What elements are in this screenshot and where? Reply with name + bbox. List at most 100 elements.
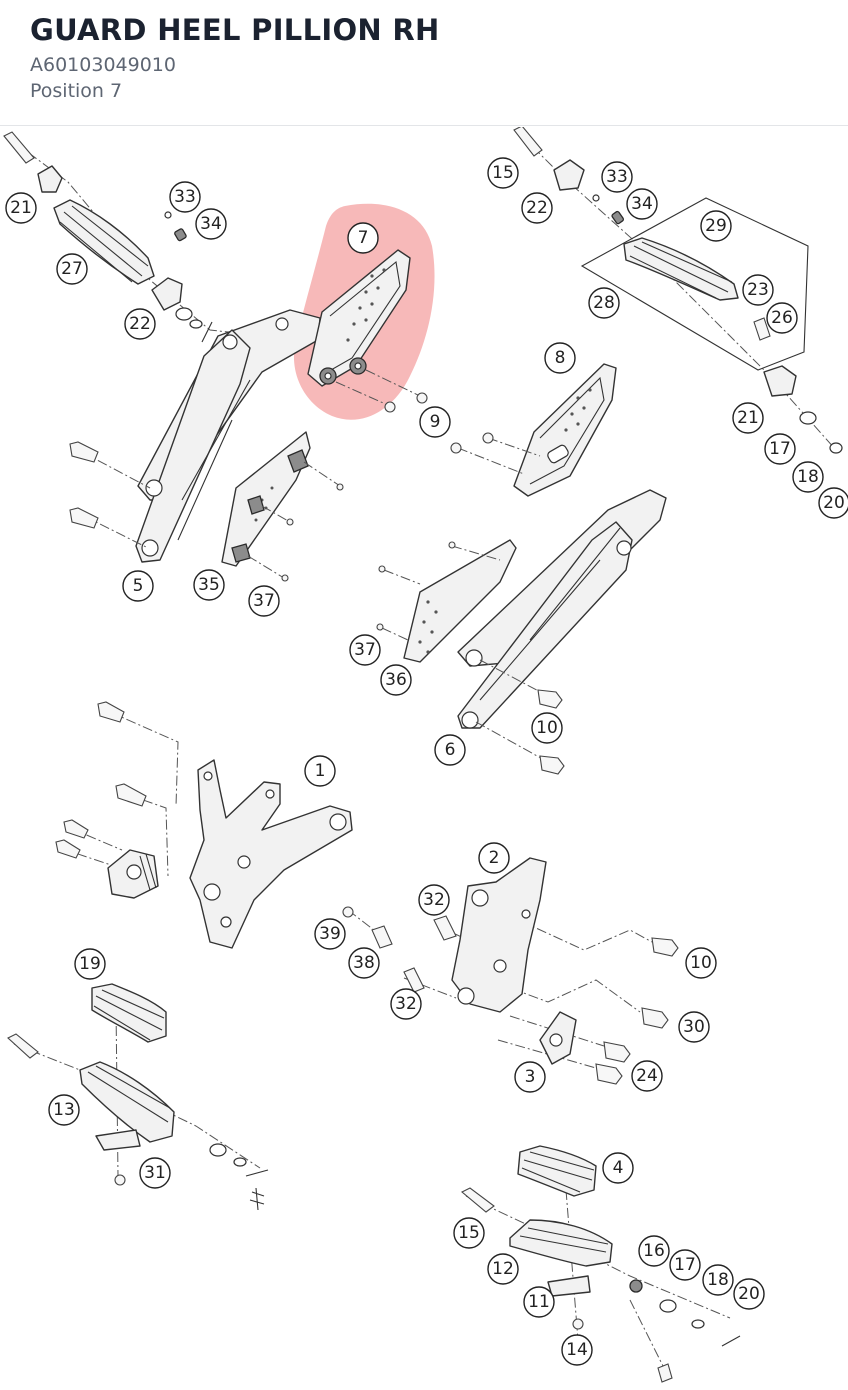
svg-text:20: 20: [738, 1284, 760, 1304]
bracket-part-6: [457, 489, 667, 775]
callout-1[interactable]: 1: [304, 755, 336, 787]
svg-text:35: 35: [198, 575, 220, 595]
callout-24[interactable]: 24: [631, 1060, 663, 1092]
svg-text:10: 10: [536, 718, 558, 738]
svg-text:18: 18: [707, 1270, 729, 1290]
callout-39[interactable]: 39: [314, 918, 346, 950]
callout-32[interactable]: 32: [390, 988, 422, 1020]
callout-34[interactable]: 34: [195, 208, 227, 240]
callout-18[interactable]: 18: [702, 1264, 734, 1296]
bracket-part-5: [69, 309, 321, 563]
callout-9[interactable]: 9: [419, 406, 451, 438]
callout-7[interactable]: 7: [347, 222, 379, 254]
callout-5[interactable]: 5: [122, 570, 154, 602]
svg-text:7: 7: [358, 228, 369, 248]
svg-text:31: 31: [144, 1163, 166, 1183]
callout-22[interactable]: 22: [124, 308, 156, 340]
callout-14[interactable]: 14: [561, 1334, 593, 1366]
callout-19[interactable]: 19: [74, 948, 106, 980]
svg-text:22: 22: [526, 198, 548, 218]
callout-27[interactable]: 27: [56, 253, 88, 285]
svg-text:8: 8: [555, 348, 566, 368]
callout-10[interactable]: 10: [531, 712, 563, 744]
callout-26[interactable]: 26: [766, 302, 798, 334]
svg-text:11: 11: [528, 1292, 550, 1312]
bracket-part-2: [342, 857, 679, 1085]
svg-text:3: 3: [525, 1067, 536, 1087]
svg-text:28: 28: [593, 293, 615, 313]
svg-text:36: 36: [385, 670, 407, 690]
callout-37[interactable]: 37: [248, 585, 280, 617]
svg-text:13: 13: [53, 1100, 75, 1120]
svg-text:32: 32: [395, 994, 417, 1014]
svg-text:33: 33: [606, 167, 628, 187]
svg-text:17: 17: [674, 1255, 696, 1275]
callout-29[interactable]: 29: [700, 210, 732, 242]
callout-17[interactable]: 17: [669, 1249, 701, 1281]
callout-20[interactable]: 20: [818, 487, 848, 519]
guard-part-36: [376, 539, 517, 663]
callout-18[interactable]: 18: [792, 461, 824, 493]
svg-text:21: 21: [737, 408, 759, 428]
svg-text:16: 16: [643, 1241, 665, 1261]
callout-38[interactable]: 38: [348, 947, 380, 979]
svg-text:4: 4: [613, 1158, 624, 1178]
callout-15[interactable]: 15: [487, 157, 519, 189]
callout-4[interactable]: 4: [602, 1152, 634, 1184]
svg-text:1: 1: [315, 761, 326, 781]
svg-text:10: 10: [690, 953, 712, 973]
callout-22[interactable]: 22: [521, 192, 553, 224]
part-number: A60103049010: [30, 54, 176, 76]
callout-23[interactable]: 23: [742, 274, 774, 306]
callout-12[interactable]: 12: [487, 1253, 519, 1285]
callout-10[interactable]: 10: [685, 947, 717, 979]
callout-13[interactable]: 13: [48, 1094, 80, 1126]
callout-31[interactable]: 31: [139, 1157, 171, 1189]
svg-text:15: 15: [492, 163, 514, 183]
callout-16[interactable]: 16: [638, 1235, 670, 1267]
callout-11[interactable]: 11: [523, 1286, 555, 1318]
svg-text:37: 37: [253, 591, 275, 611]
svg-text:15: 15: [458, 1223, 480, 1243]
svg-text:9: 9: [430, 412, 441, 432]
svg-text:30: 30: [683, 1017, 705, 1037]
svg-text:20: 20: [823, 493, 845, 513]
svg-text:37: 37: [354, 640, 376, 660]
callout-15[interactable]: 15: [453, 1217, 485, 1249]
svg-text:5: 5: [133, 576, 144, 596]
callout-21[interactable]: 21: [5, 192, 37, 224]
callout-37[interactable]: 37: [349, 634, 381, 666]
callout-35[interactable]: 35: [193, 569, 225, 601]
callout-34[interactable]: 34: [626, 188, 658, 220]
svg-text:38: 38: [353, 953, 375, 973]
svg-text:6: 6: [445, 740, 456, 760]
guard-heel-part-7: [307, 249, 428, 413]
guard-part-35: [221, 431, 344, 582]
callout-28[interactable]: 28: [588, 287, 620, 319]
callout-17[interactable]: 17: [764, 433, 796, 465]
callout-20[interactable]: 20: [733, 1278, 765, 1310]
bracket-part-1: [55, 701, 353, 949]
part-title: GUARD HEEL PILLION RH: [30, 13, 440, 47]
guard-part-8: [450, 363, 617, 497]
svg-text:27: 27: [61, 259, 83, 279]
callout-3[interactable]: 3: [514, 1061, 546, 1093]
callout-2[interactable]: 2: [478, 842, 510, 874]
svg-text:39: 39: [319, 924, 341, 944]
callout-33[interactable]: 33: [169, 181, 201, 213]
svg-text:34: 34: [200, 214, 222, 234]
svg-text:23: 23: [747, 280, 769, 300]
svg-text:24: 24: [636, 1066, 658, 1086]
svg-text:26: 26: [771, 308, 793, 328]
callout-8[interactable]: 8: [544, 342, 576, 374]
callout-6[interactable]: 6: [434, 734, 466, 766]
part-header: GUARD HEEL PILLION RH A60103049010 Posit…: [0, 0, 848, 126]
svg-text:29: 29: [705, 216, 727, 236]
callout-21[interactable]: 21: [732, 402, 764, 434]
svg-text:19: 19: [79, 954, 101, 974]
callout-33[interactable]: 33: [601, 161, 633, 193]
callout-30[interactable]: 30: [678, 1011, 710, 1043]
callout-32[interactable]: 32: [418, 884, 450, 916]
callout-36[interactable]: 36: [380, 664, 412, 696]
footpeg-group-13: [7, 983, 269, 1211]
